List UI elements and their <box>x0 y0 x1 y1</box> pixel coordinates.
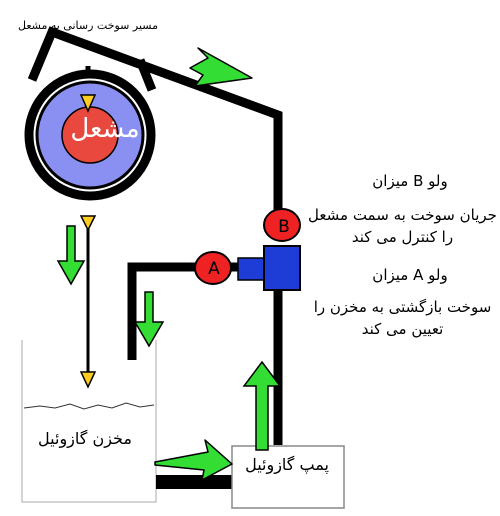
fuel-drop-middle <box>79 215 97 232</box>
valve-b-description: جریان سوخت به سمت مشعل را کنترل می کند <box>308 206 497 246</box>
fuel-surface-line <box>23 402 155 410</box>
flow-arrow-top <box>189 47 253 87</box>
valve-a <box>194 251 232 285</box>
tank-label: مخزن گازوئیل <box>38 429 132 448</box>
valve-a-description: سوخت بازگشتی به مخزن را تعیین می کند <box>313 298 492 338</box>
feed-pipe <box>27 26 283 233</box>
burner-label: مشعل <box>70 114 140 144</box>
pump-label: پمپ گازوئیل <box>245 455 329 474</box>
tank-outline <box>21 340 157 503</box>
flow-arrow-to-pump <box>154 439 233 481</box>
valve-a-title: ولو A میزان <box>372 266 448 284</box>
valve-b-title: ولو B میزان <box>372 172 448 190</box>
valve-a-letter: A <box>208 259 220 279</box>
burner-ring-link <box>135 58 157 92</box>
valve-body <box>263 245 301 291</box>
flow-arrow-pump-up <box>242 360 282 451</box>
valve-b-letter: B <box>278 217 290 237</box>
flow-arrow-burner-down <box>56 225 86 286</box>
flow-arrow-return-down <box>133 291 165 348</box>
pump-body <box>231 445 345 509</box>
fuel-drop-top <box>79 94 97 113</box>
fuel-drop-bottom <box>79 371 97 389</box>
valve-b <box>263 208 301 242</box>
fuel-path-label: مسیر سوخت رسانی به مشعل <box>18 19 158 32</box>
